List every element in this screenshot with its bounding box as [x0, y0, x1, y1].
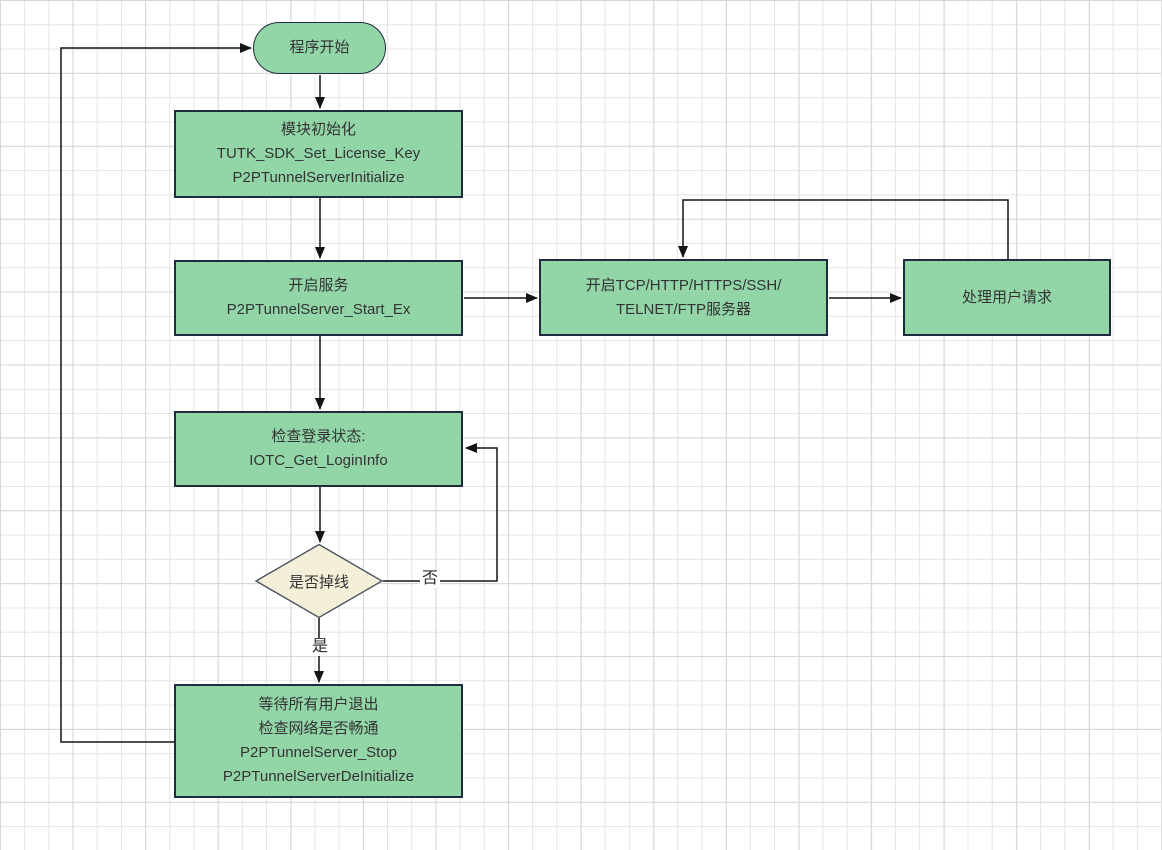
node-module-init-line: 模块初始化 [280, 121, 356, 138]
node-is-offline-label: 是否掉线 [288, 573, 349, 591]
edge-handle-requests-loop-to-open-servers [678, 199, 1009, 259]
node-handle-requests-line: 处理用户请求 [961, 288, 1052, 306]
node-check-login-line: 检查登录状态: [271, 428, 366, 445]
node-check-login[interactable]: 检查登录状态: IOTC_Get_LoginInfo [174, 411, 463, 487]
node-shutdown[interactable]: 等待所有用户退出 检查网络是否畅通 P2PTunnelServer_Stop P… [174, 684, 463, 798]
edge-label-yes: 是 [310, 638, 330, 656]
node-module-init-line: P2PTunnelServerInitialize [232, 169, 405, 186]
node-shutdown-line: 检查网络是否畅通 [258, 720, 379, 737]
node-shutdown-line: P2PTunnelServer_Stop [239, 744, 398, 761]
node-open-servers[interactable]: 开启TCP/HTTP/HTTPS/SSH/ TELNET/FTP服务器 [539, 259, 828, 336]
edge-decision-no-loop-to-check-login [383, 443, 498, 582]
node-start-service-line: 开启服务 [288, 277, 349, 294]
edge-shutdown-loop-to-start [60, 43, 252, 743]
node-start[interactable]: 程序开始 [253, 22, 386, 74]
node-shutdown-line: P2PTunnelServerDeInitialize [222, 768, 415, 785]
node-start-service[interactable]: 开启服务 P2PTunnelServer_Start_Ex [174, 260, 463, 336]
node-module-init-line: TUTK_SDK_Set_License_Key [216, 145, 421, 162]
node-open-servers-line: 开启TCP/HTTP/HTTPS/SSH/ [585, 276, 782, 294]
edge-label-no: 否 [420, 570, 440, 588]
node-handle-requests[interactable]: 处理用户请求 [903, 259, 1111, 336]
node-module-init[interactable]: 模块初始化 TUTK_SDK_Set_License_Key P2PTunnel… [174, 110, 463, 198]
node-shutdown-line: 等待所有用户退出 [258, 696, 379, 713]
node-check-login-line: IOTC_Get_LoginInfo [249, 452, 388, 469]
decision-diamond-shape[interactable] [254, 543, 384, 619]
node-start-label: 程序开始 [289, 39, 350, 56]
node-start-service-line: P2PTunnelServer_Start_Ex [226, 301, 411, 318]
node-open-servers-line: TELNET/FTP服务器 [615, 300, 751, 318]
